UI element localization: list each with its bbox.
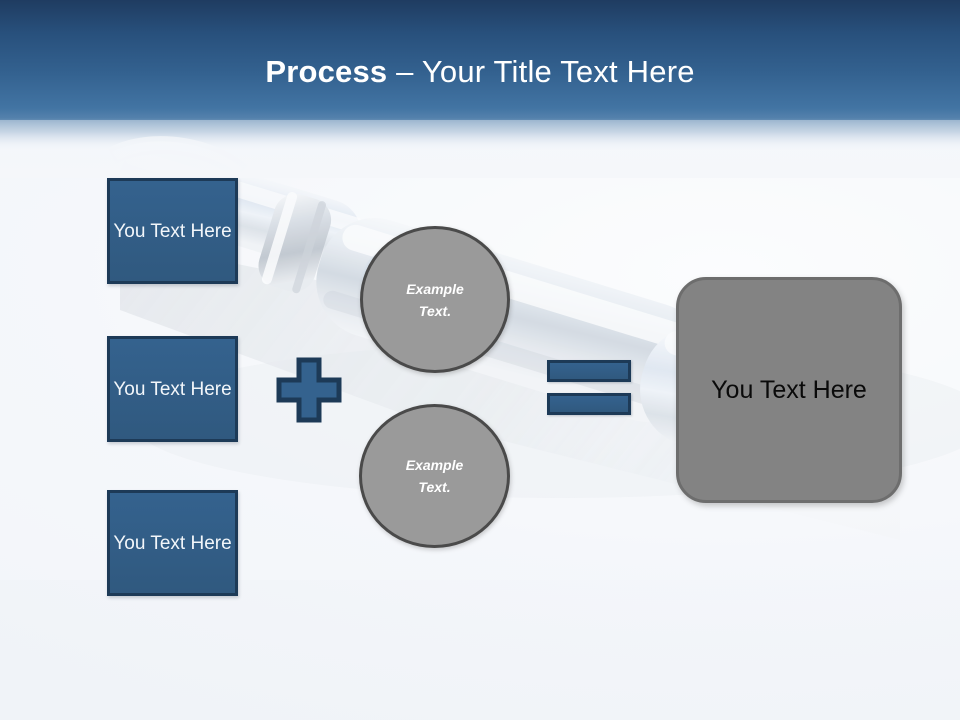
result-box-label: You Text Here — [711, 376, 867, 404]
input-box-2-label: You Text Here — [113, 378, 232, 400]
plus-operator-icon — [276, 357, 342, 423]
page-title-rest: – Your Title Text Here — [387, 54, 695, 89]
page-title: Process – Your Title Text Here — [0, 52, 960, 92]
example-circle-2-line1: Example — [405, 457, 464, 473]
equals-operator-icon — [547, 360, 633, 416]
input-box-3-label: You Text Here — [113, 532, 232, 554]
example-circle-1-line2: Text. — [418, 302, 452, 319]
banner-fade-overlay — [0, 118, 960, 178]
example-circle-1-line1: Example — [406, 280, 464, 297]
example-circle-2-line2: Text. — [418, 479, 451, 495]
equals-bar-bottom — [547, 393, 631, 415]
page-title-emphasis: Process — [265, 54, 388, 89]
input-box-1[interactable]: You Text Here — [107, 178, 238, 284]
input-box-2[interactable]: You Text Here — [107, 336, 238, 442]
example-circle-1[interactable]: Example Text. — [360, 226, 510, 373]
equals-bar-top — [547, 360, 631, 382]
result-box[interactable]: You Text Here — [676, 277, 902, 503]
input-box-3[interactable]: You Text Here — [107, 490, 238, 596]
input-box-1-label: You Text Here — [113, 220, 232, 242]
example-circle-2[interactable]: Example Text. — [359, 404, 510, 548]
